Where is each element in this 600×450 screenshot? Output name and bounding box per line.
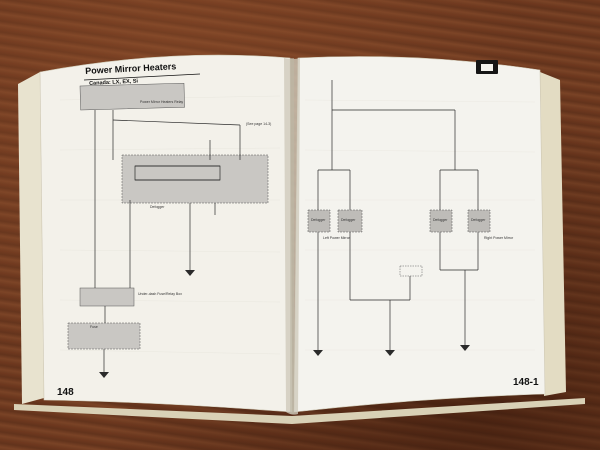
defogger-4: Defogger bbox=[471, 218, 486, 222]
left-page-number: 148 bbox=[57, 387, 74, 398]
fuse-label: Fuse bbox=[90, 325, 98, 329]
defogger-left-label: Defogger bbox=[150, 205, 165, 209]
power-mirror-relay-label: Power Mirror Heaters Relay bbox=[140, 100, 184, 104]
left-power-mirror-label: Left Power Mirror bbox=[323, 236, 350, 240]
under-dash-label: Under-dash Fuse/Relay Box bbox=[138, 292, 182, 296]
see-page-label: (See page 14-3) bbox=[246, 122, 272, 126]
right-power-mirror-label: Right Power Mirror bbox=[484, 236, 514, 240]
right-page-number: 148-1 bbox=[513, 377, 539, 388]
defogger-2: Defogger bbox=[341, 218, 356, 222]
defogger-3: Defogger bbox=[433, 218, 448, 222]
defogger-1: Defogger bbox=[311, 218, 326, 222]
